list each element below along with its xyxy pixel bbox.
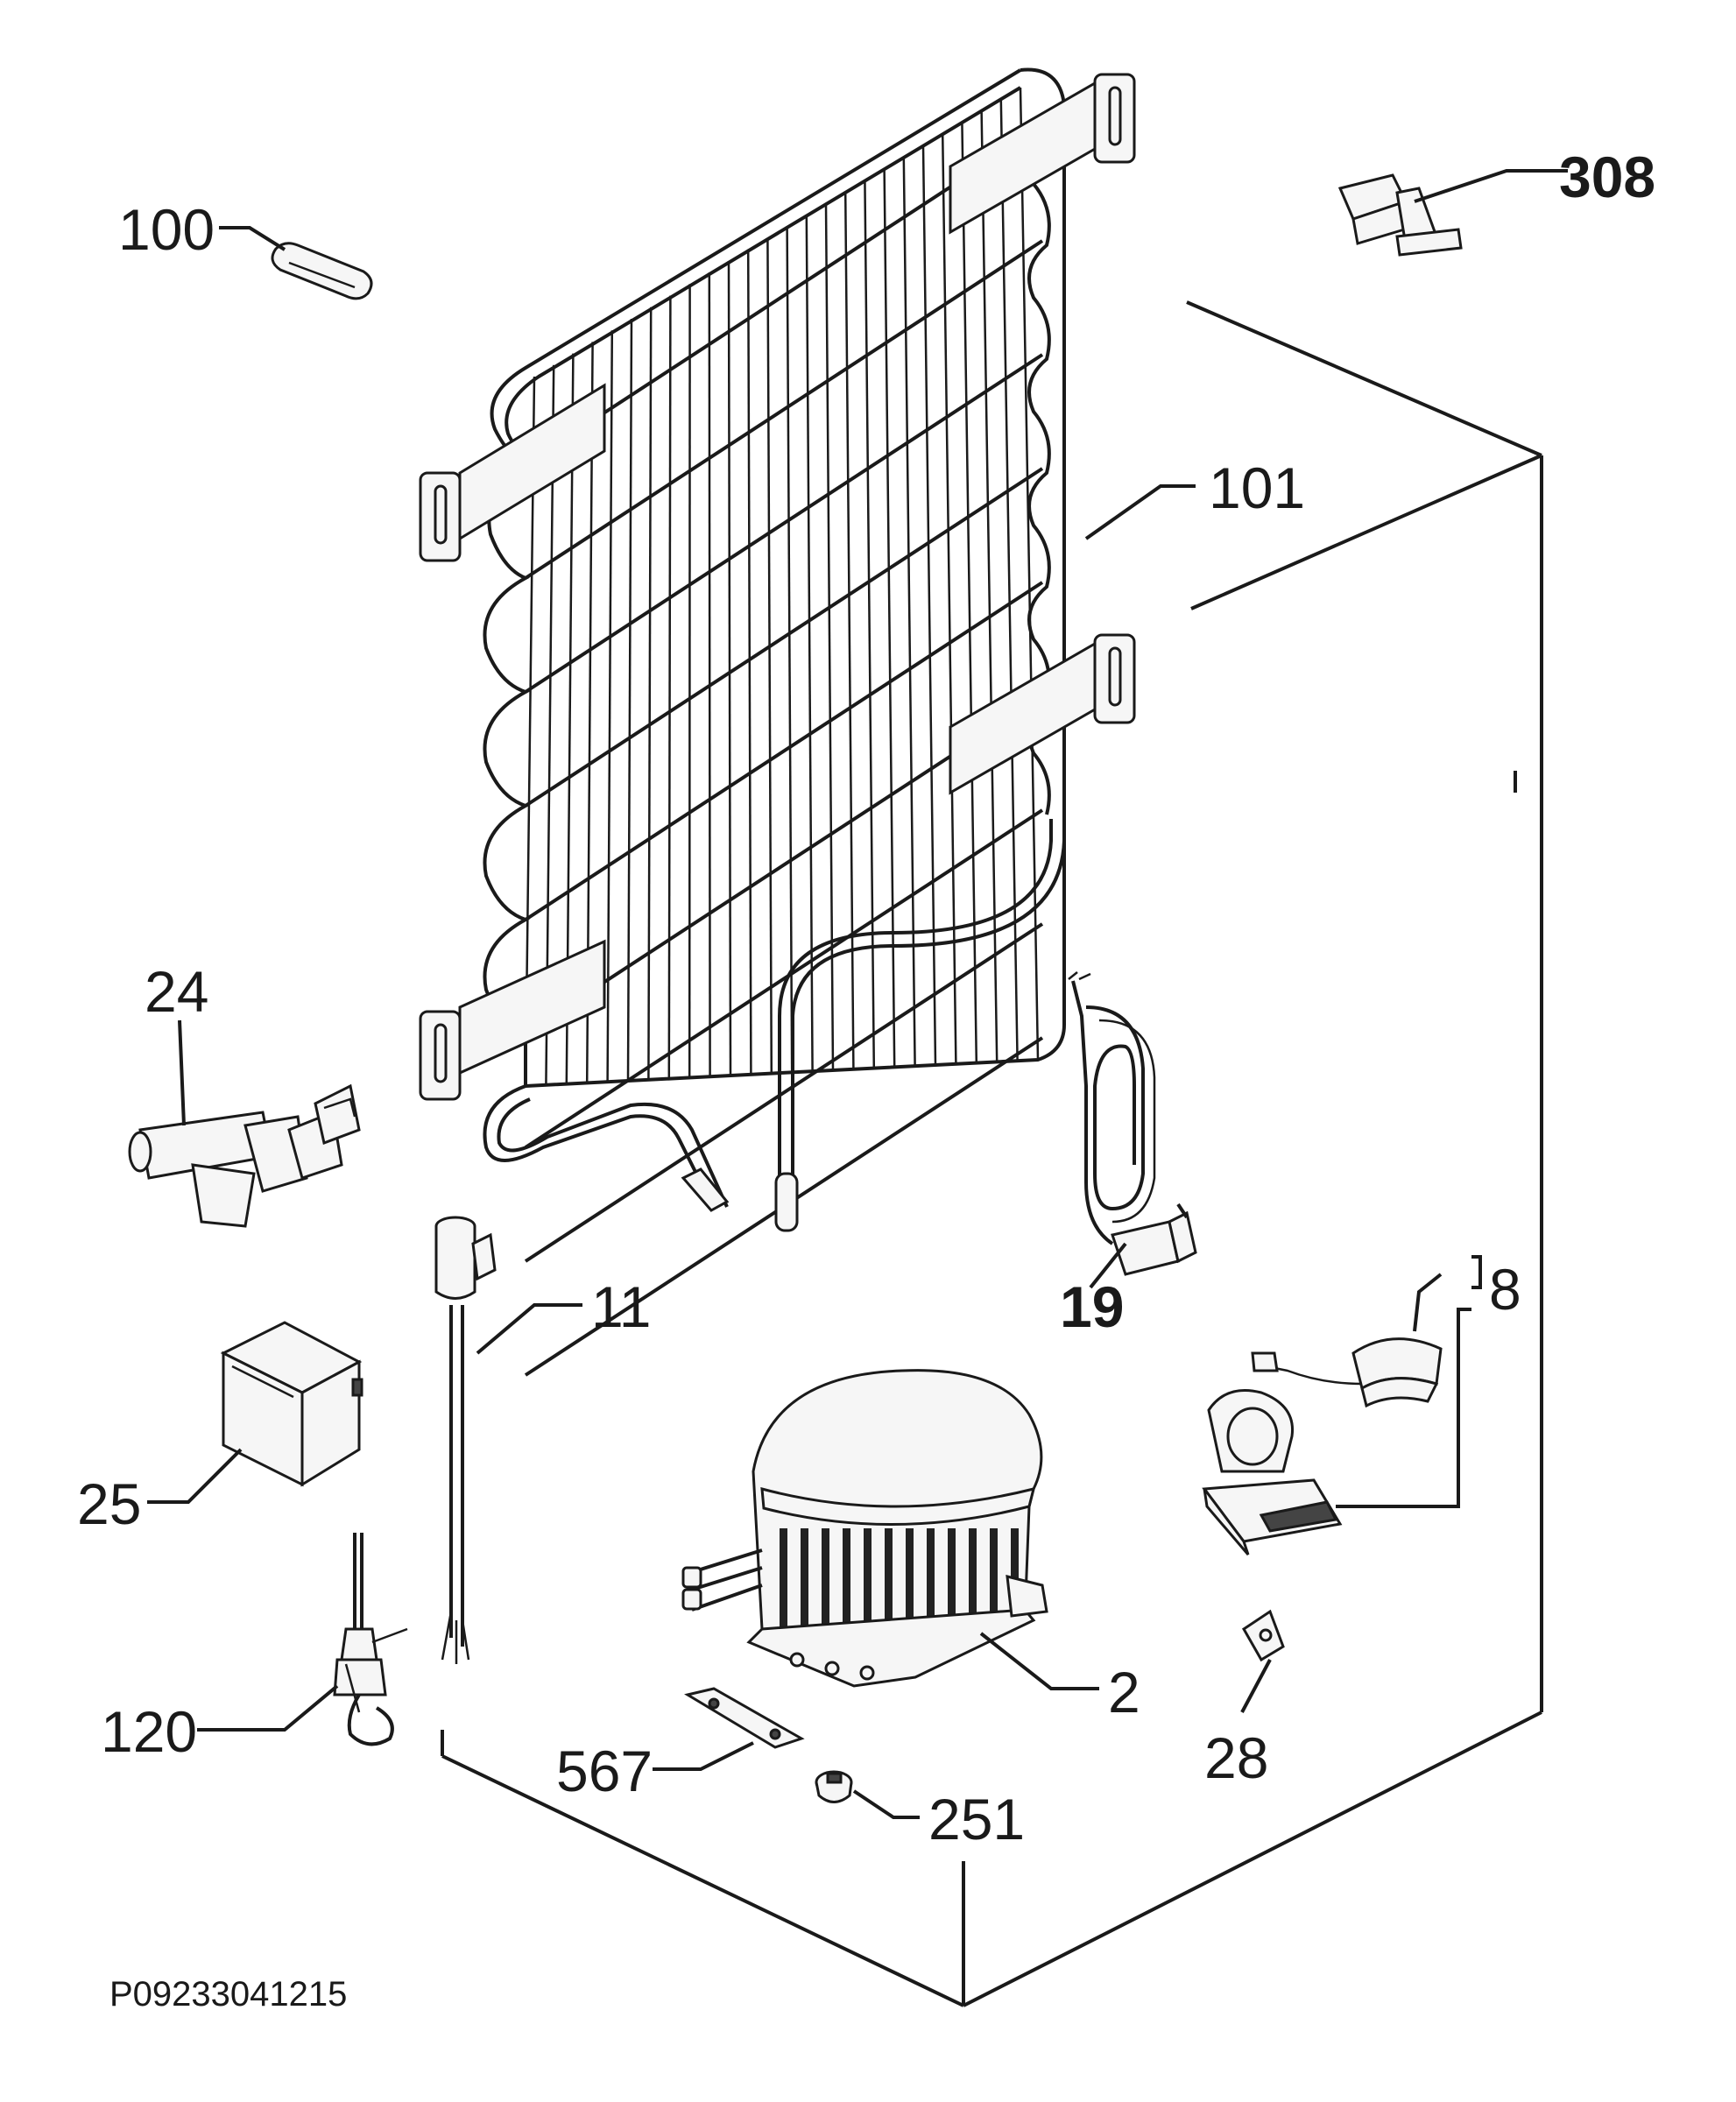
callout-24: 24 <box>145 959 208 1024</box>
part-19-mains-cable <box>1068 971 1197 1276</box>
condenser-wire <box>626 318 633 1082</box>
callout-8: 8 <box>1489 1257 1521 1322</box>
part-120-valve <box>333 1533 408 1746</box>
condenser-tube-row <box>524 353 1044 694</box>
condenser-wire <box>921 145 937 1066</box>
condenser-tube-row <box>524 922 1044 1263</box>
part-308-holder <box>1337 173 1463 257</box>
compressor-stripe <box>801 1528 808 1629</box>
condenser-wire <box>883 168 896 1068</box>
callout-2: 2 <box>1108 1660 1140 1725</box>
callout-567: 567 <box>556 1739 653 1803</box>
condenser-wire <box>746 249 752 1075</box>
condenser-coil <box>419 67 1136 1377</box>
condenser-tube-row <box>524 467 1044 808</box>
condenser-tube-row <box>524 239 1044 580</box>
callout-308: 308 <box>1559 145 1655 209</box>
callout-120: 120 <box>101 1699 197 1764</box>
callout-25: 25 <box>77 1471 141 1536</box>
cabinet-outline <box>441 300 1543 2007</box>
callout-251: 251 <box>928 1787 1025 1852</box>
part-24-thermostat <box>128 1083 361 1228</box>
part-11-drier <box>434 1216 497 1664</box>
condenser-wire <box>902 157 916 1067</box>
compressor-stripe <box>864 1528 872 1629</box>
condenser-wire <box>647 307 653 1080</box>
condenser-wire <box>805 215 814 1072</box>
condenser-bracket-mid-right <box>949 633 1136 795</box>
part-251-grommet <box>815 1770 853 1803</box>
condenser-bracket-top-right <box>949 73 1136 235</box>
compressor-stripe <box>990 1528 998 1629</box>
part-25-capacitor <box>220 1321 363 1487</box>
condenser-wire <box>980 110 999 1062</box>
part-567-plate <box>684 1687 805 1749</box>
condenser-wire <box>786 226 794 1073</box>
condenser-wire <box>824 202 835 1071</box>
condenser-bracket-bottom-left <box>419 939 606 1101</box>
part-100-clip <box>271 242 373 300</box>
compressor-stripe <box>885 1528 893 1629</box>
compressor-stripe <box>843 1528 850 1629</box>
condenser-wire <box>766 237 773 1074</box>
condenser-wire <box>606 330 614 1083</box>
condenser-wire <box>667 295 672 1079</box>
compressor-stripe <box>906 1528 914 1629</box>
callout-100: 100 <box>118 197 215 262</box>
condenser-tube-row <box>524 808 1044 1149</box>
condenser-wire <box>941 133 957 1064</box>
compressor-stripe <box>927 1528 935 1629</box>
compressor-stripe <box>822 1528 829 1629</box>
condenser-wire <box>999 99 1019 1062</box>
condenser-wire <box>545 364 555 1085</box>
callout-19: 19 <box>1060 1274 1124 1339</box>
callout-101: 101 <box>1209 455 1305 520</box>
compressor-stripe <box>969 1528 977 1629</box>
condenser-bracket-top-left <box>419 383 606 562</box>
drawing-code: P09233041215 <box>109 1975 347 2014</box>
callout-labels: 100 101 308 24 11 19 8 25 2 120 567 251 … <box>77 145 1655 1852</box>
callout-11: 11 <box>591 1274 652 1339</box>
part-8-relay <box>1202 1337 1443 1555</box>
callout-28: 28 <box>1204 1725 1268 1790</box>
condenser-wire <box>708 272 711 1077</box>
compressor-stripe <box>948 1528 956 1629</box>
condenser-wire <box>727 260 732 1076</box>
condenser-wire <box>961 122 978 1063</box>
condenser-wire <box>1019 87 1040 1061</box>
part-28-clip <box>1242 1609 1285 1662</box>
condenser-tube-row <box>524 581 1044 921</box>
leader-lines <box>147 169 1568 1819</box>
condenser-wire <box>843 191 855 1069</box>
part-2-compressor <box>681 1369 1048 1688</box>
compressor-stripe <box>780 1528 787 1629</box>
